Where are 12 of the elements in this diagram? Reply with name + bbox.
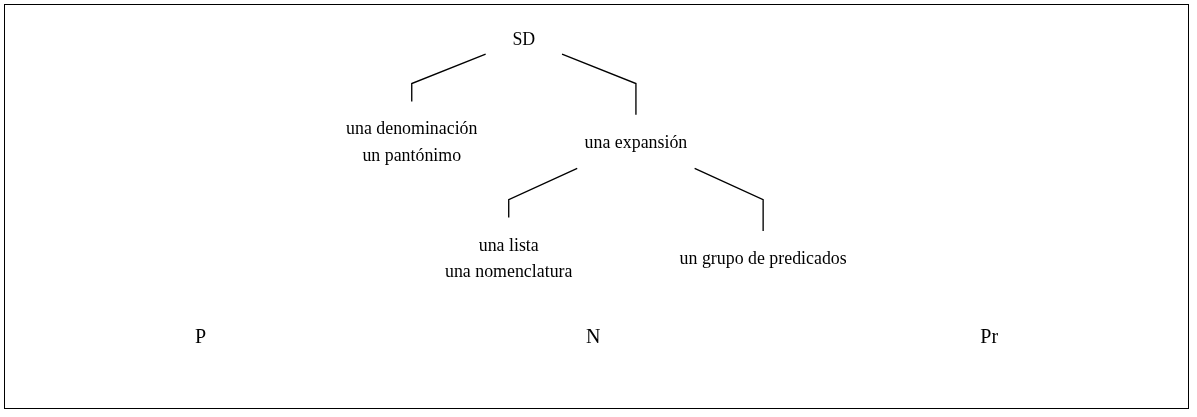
node-text: una lista una nomenclatura — [445, 234, 573, 281]
connector — [561, 53, 637, 116]
node-text: una denominación un pantónimo — [346, 118, 478, 165]
connector — [694, 167, 764, 232]
connector — [508, 167, 578, 219]
category-label: Pr — [980, 325, 999, 348]
connector — [411, 53, 487, 103]
node-text: un grupo de predicados — [679, 247, 847, 268]
category-label: P — [194, 325, 207, 348]
category-label: N — [585, 325, 601, 348]
node-text: una expansión — [584, 131, 688, 152]
node-text: SD — [512, 29, 536, 49]
